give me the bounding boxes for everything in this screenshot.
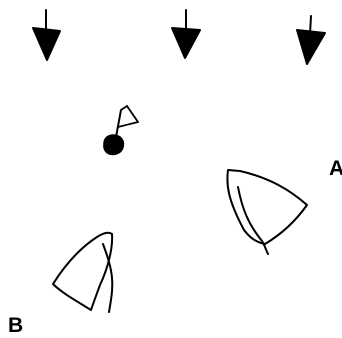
wind-arrow-3 — [297, 16, 325, 64]
flag-pole — [116, 110, 121, 137]
boat-a-sail — [238, 187, 268, 254]
boat-a-label: A — [329, 158, 342, 179]
flag — [118, 106, 138, 127]
boat-b-label: B — [8, 315, 23, 336]
wind-arrow-2 — [172, 10, 200, 58]
wind-arrow-1 — [33, 10, 60, 60]
mark-buoy — [104, 106, 138, 154]
boat-b-hull — [53, 233, 112, 312]
boat-a-hull — [227, 170, 307, 254]
